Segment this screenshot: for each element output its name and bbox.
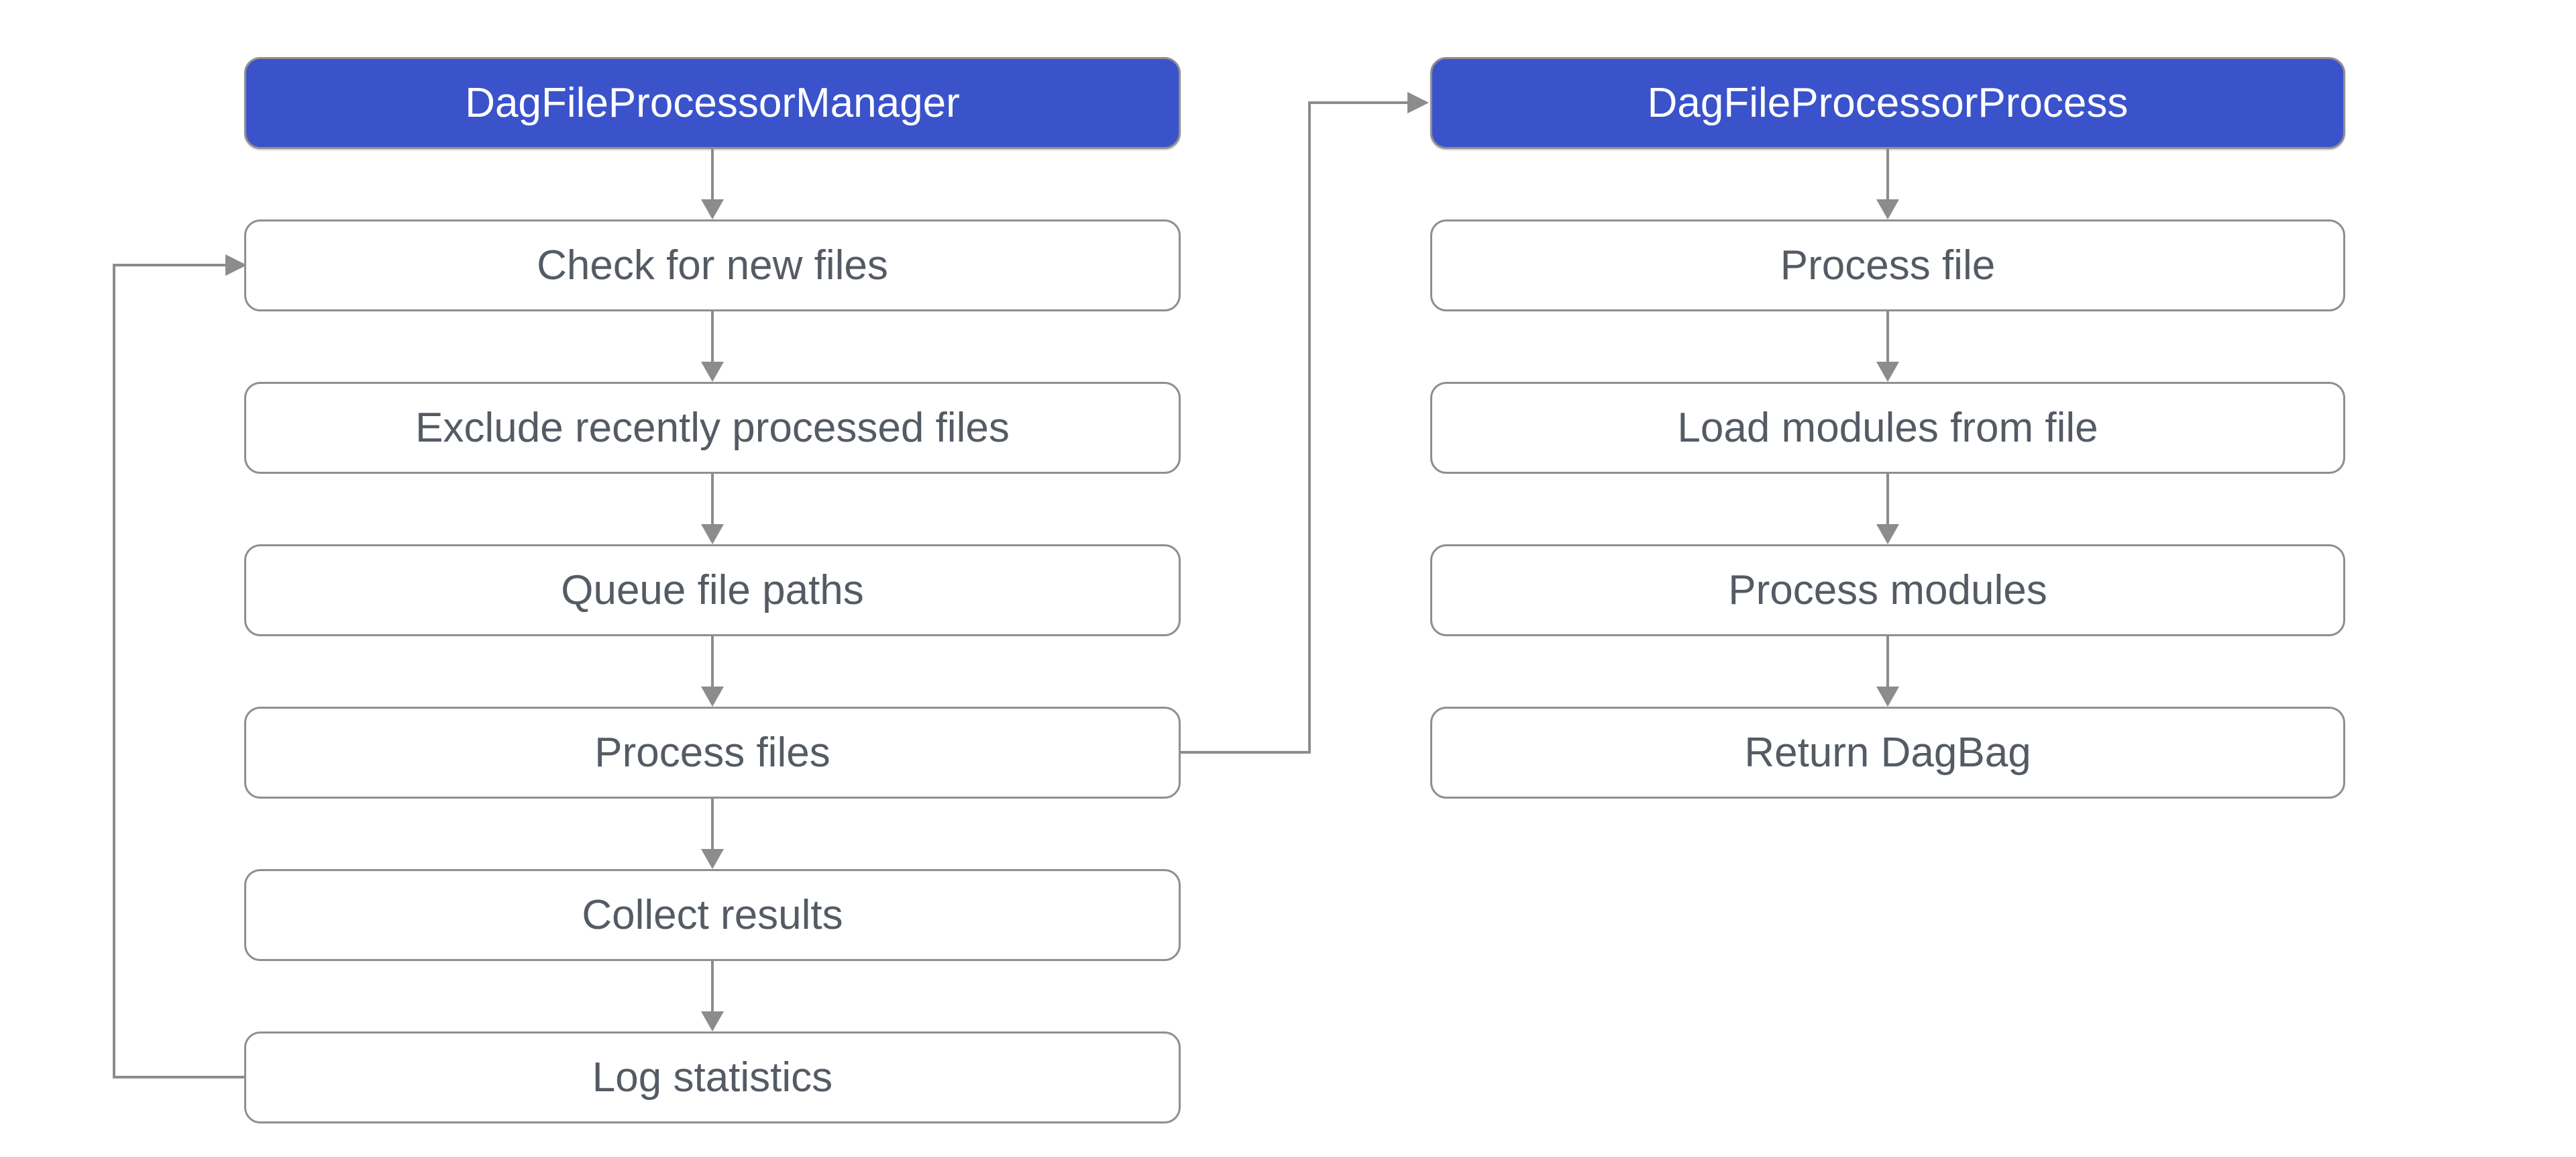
arrow-down — [244, 799, 1181, 869]
node-process-files: Process files — [244, 707, 1181, 799]
arrowhead-down-icon — [1876, 524, 1899, 544]
node-process-file: Process file — [1430, 219, 2345, 311]
node-label: DagFileProcessorProcess — [1647, 79, 2129, 126]
arrow-down — [244, 961, 1181, 1032]
arrowhead-down-icon — [701, 1011, 724, 1032]
arrowhead-down-icon — [1876, 687, 1899, 707]
processor-column: DagFileProcessorProcess Process file Loa… — [1430, 57, 2345, 799]
node-label: Process files — [594, 729, 830, 776]
node-label: Process file — [1780, 242, 1996, 289]
node-label: Collect results — [582, 891, 843, 938]
arrowhead-down-icon — [701, 687, 724, 707]
node-label: Load modules from file — [1677, 404, 2098, 451]
arrow-down — [244, 311, 1181, 382]
node-label: Exclude recently processed files — [415, 404, 1010, 451]
node-process-modules: Process modules — [1430, 544, 2345, 636]
node-label: Log statistics — [592, 1054, 833, 1101]
node-log-statistics: Log statistics — [244, 1032, 1181, 1123]
loop-back-connector — [113, 254, 247, 1078]
arrowhead-down-icon — [701, 849, 724, 869]
node-return-dagbag: Return DagBag — [1430, 707, 2345, 799]
arrowhead-down-icon — [701, 362, 724, 382]
manager-column: DagFileProcessorManager Check for new fi… — [244, 57, 1181, 1123]
arrowhead-right-icon — [1407, 92, 1429, 113]
arrow-down — [244, 149, 1181, 219]
node-check-for-new-files: Check for new files — [244, 219, 1181, 311]
arrow-down — [1430, 636, 2345, 707]
node-queue-file-paths: Queue file paths — [244, 544, 1181, 636]
arrowhead-down-icon — [1876, 199, 1899, 219]
arrow-down — [1430, 149, 2345, 219]
node-dagfileprocessormanager: DagFileProcessorManager — [244, 57, 1181, 149]
arrowhead-down-icon — [701, 524, 724, 544]
node-label: DagFileProcessorManager — [465, 79, 960, 126]
arrow-down — [244, 474, 1181, 544]
arrow-down — [1430, 311, 2345, 382]
node-load-modules-from-file: Load modules from file — [1430, 382, 2345, 474]
arrow-down — [244, 636, 1181, 707]
node-exclude-recently-processed-files: Exclude recently processed files — [244, 382, 1181, 474]
arrowhead-down-icon — [1876, 362, 1899, 382]
node-label: Check for new files — [537, 242, 888, 289]
node-label: Queue file paths — [561, 566, 864, 613]
node-label: Return DagBag — [1744, 729, 2031, 776]
node-label: Process modules — [1728, 566, 2047, 613]
node-collect-results: Collect results — [244, 869, 1181, 961]
spawn-process-connector — [1181, 92, 1429, 754]
arrow-down — [1430, 474, 2345, 544]
node-dagfileprocessorprocess: DagFileProcessorProcess — [1430, 57, 2345, 149]
arrowhead-down-icon — [701, 199, 724, 219]
